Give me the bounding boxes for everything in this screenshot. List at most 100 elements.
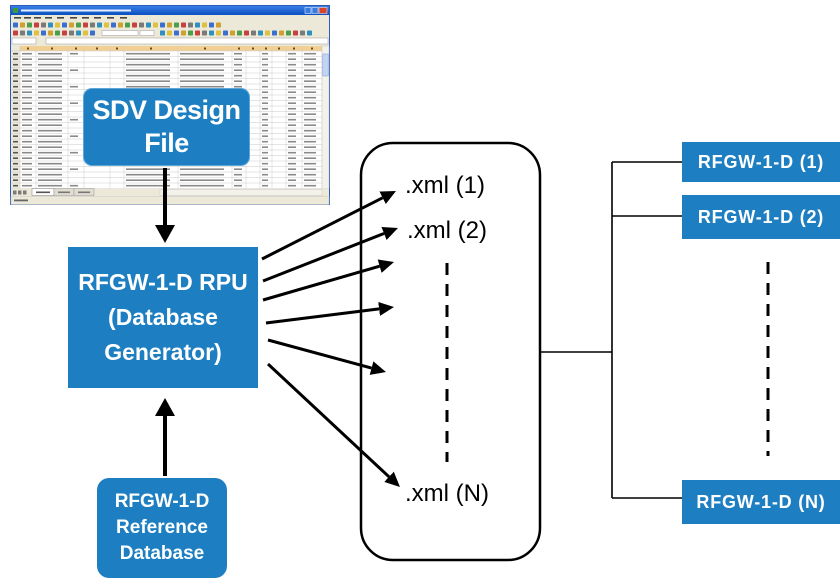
toolbar-icon xyxy=(62,22,67,28)
cell-text-mark xyxy=(22,58,32,60)
cell-text-mark xyxy=(304,118,316,121)
cell-text-mark xyxy=(234,184,242,187)
cell-text-mark xyxy=(304,102,316,104)
cell-text-mark xyxy=(38,91,62,93)
cell-text-mark xyxy=(288,168,296,170)
toolbar-icon xyxy=(188,30,193,36)
menu-item-mark xyxy=(34,17,41,19)
cell-text-mark xyxy=(304,135,316,137)
row-number-mark xyxy=(13,58,18,60)
cell-text-mark xyxy=(288,118,296,121)
cell-text-mark xyxy=(22,146,32,148)
cell-text-mark xyxy=(126,69,170,71)
menu-item-mark xyxy=(107,17,114,19)
cell-text-mark xyxy=(234,69,242,71)
cell-text-mark xyxy=(288,52,296,55)
toolbar-icon xyxy=(55,30,60,36)
cell-text-mark xyxy=(234,74,242,77)
cell-text-mark xyxy=(262,118,268,121)
toolbar-icon xyxy=(174,30,179,36)
cell-text-mark xyxy=(234,52,242,55)
spreadsheet-title-mark xyxy=(21,9,131,12)
row-number-mark xyxy=(13,63,18,66)
cell-text-mark xyxy=(304,157,316,159)
cell-text-mark xyxy=(262,102,268,104)
cell-text-mark xyxy=(180,74,224,77)
cell-text-mark xyxy=(126,173,170,176)
menu-item-mark xyxy=(120,17,127,19)
row-number-mark xyxy=(13,162,18,165)
cell-text-mark xyxy=(262,69,268,71)
cell-text-mark xyxy=(262,52,268,55)
cell-text-mark xyxy=(180,85,224,88)
cell-text-mark xyxy=(126,63,170,66)
row-number-mark xyxy=(13,96,18,99)
column-header-mark xyxy=(265,47,267,50)
arrow-rpu-to-xml-2 xyxy=(262,226,398,283)
cell-text-mark xyxy=(126,58,170,60)
toolbar-icon xyxy=(34,22,39,28)
cell-text-mark xyxy=(70,52,78,55)
row-number-mark xyxy=(13,151,18,154)
toolbar-icon xyxy=(20,30,25,36)
arrow-rpu-to-xml-n xyxy=(266,362,400,488)
reference-database-label-line-2: Reference xyxy=(116,517,208,538)
column-header-mark xyxy=(51,47,53,50)
spreadsheet-toolbar xyxy=(13,22,221,28)
cell-text-mark xyxy=(304,184,316,187)
cell-text-mark xyxy=(22,113,32,115)
cell-text-mark xyxy=(38,179,62,181)
row-number-mark xyxy=(13,52,18,55)
spreadsheet-column-header-row xyxy=(20,46,322,51)
cell-text-mark xyxy=(38,63,62,66)
cell-text-mark xyxy=(234,58,242,60)
cell-text-mark xyxy=(288,58,296,60)
cell-text-mark xyxy=(38,118,62,121)
column-header-mark xyxy=(116,47,118,50)
cell-text-mark xyxy=(262,96,268,99)
cell-text-mark xyxy=(262,113,268,115)
cell-text-mark xyxy=(38,173,62,176)
cell-text-mark xyxy=(70,151,78,154)
cell-text-mark xyxy=(70,168,78,170)
cell-text-mark xyxy=(262,173,268,176)
cell-text-mark xyxy=(38,135,62,137)
toolbar-icon xyxy=(104,22,109,28)
toolbar-icon xyxy=(167,22,172,28)
cell-text-mark xyxy=(180,58,224,60)
spreadsheet-row xyxy=(13,184,316,187)
sheet-tab-mark xyxy=(78,191,90,194)
cell-text-mark xyxy=(38,85,62,88)
row-number-mark xyxy=(13,157,18,159)
toolbar-icon xyxy=(132,22,137,28)
scrollbar-thumb xyxy=(322,53,329,77)
cell-text-mark xyxy=(22,91,32,93)
toolbar-icon xyxy=(48,30,53,36)
row-number-mark xyxy=(13,69,18,71)
cell-text-mark xyxy=(22,151,32,154)
cell-text-mark xyxy=(262,85,268,88)
toolbar-icon xyxy=(265,30,270,36)
row-number-mark xyxy=(13,113,18,115)
cell-text-mark xyxy=(262,74,268,77)
toolbar-icon xyxy=(237,30,242,36)
database-generator-label-line-2: (Database xyxy=(108,304,218,330)
menu-item-mark xyxy=(24,17,31,19)
cell-text-mark xyxy=(304,85,316,88)
row-number-mark xyxy=(13,179,18,181)
cell-text-mark xyxy=(38,102,62,104)
cell-text-mark xyxy=(304,179,316,181)
cell-text-mark xyxy=(262,140,268,143)
cell-text-mark xyxy=(22,129,32,132)
cell-text-mark xyxy=(288,162,296,165)
toolbar-icon xyxy=(27,30,32,36)
cell-text-mark xyxy=(288,96,296,99)
cell-text-mark xyxy=(126,80,170,82)
toolbar-icon xyxy=(160,22,165,28)
status-text-mark xyxy=(14,199,28,202)
toolbar-icon xyxy=(293,30,298,36)
cell-text-mark xyxy=(288,74,296,77)
cell-text-mark xyxy=(22,96,32,99)
column-header-mark xyxy=(27,47,29,50)
